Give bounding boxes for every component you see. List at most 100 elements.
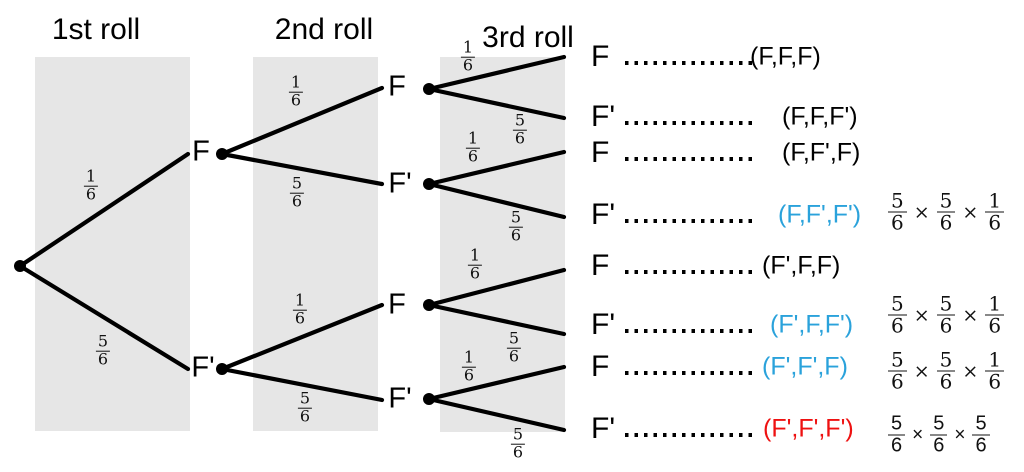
- fraction-numerator: 1: [85, 166, 97, 186]
- outcome-tuple: (F,F,F'): [782, 102, 858, 131]
- branch-line: [426, 267, 567, 308]
- dotted-leader: [625, 329, 752, 333]
- fraction-numerator: 5: [299, 388, 311, 408]
- fraction-denominator: 6: [985, 211, 1005, 234]
- branch-line: [426, 181, 567, 220]
- dotted-leader: [625, 270, 752, 274]
- leaf-label: F': [591, 198, 616, 231]
- branch-line: [17, 263, 191, 372]
- fraction-denominator: 6: [888, 211, 907, 234]
- fraction-numerator: 5: [891, 347, 904, 372]
- fraction-denominator: 6: [888, 434, 906, 457]
- node-dot: [423, 393, 435, 405]
- fraction-denominator: 6: [508, 225, 524, 245]
- leaf-label: F: [591, 40, 610, 73]
- fraction-denominator: 6: [95, 349, 111, 369]
- multiply-sign: ×: [913, 304, 930, 326]
- fraction-numerator: 1: [294, 290, 306, 310]
- fraction-denominator: 6: [936, 314, 956, 337]
- fraction-denominator: 6: [83, 184, 99, 204]
- fraction-numerator: 1: [462, 37, 474, 57]
- node-dot: [216, 148, 228, 160]
- fraction-denominator: 6: [930, 434, 948, 457]
- outcome-tuple: (F,F,F): [750, 42, 821, 71]
- node-dot: [423, 299, 435, 311]
- branch-line: [17, 151, 191, 269]
- fraction-denominator: 6: [297, 406, 313, 426]
- fraction-denominator: 6: [512, 128, 528, 148]
- branch-line: [426, 364, 567, 402]
- fraction-denominator: 6: [467, 263, 483, 283]
- fraction-numerator: 5: [97, 331, 109, 351]
- fraction-denominator: 6: [888, 314, 907, 337]
- outcome-tuple: (F,F',F): [782, 138, 861, 167]
- node-dot: [216, 363, 228, 375]
- fraction-numerator: 5: [975, 412, 987, 435]
- outcome-tuple: (F',F,F): [762, 251, 841, 280]
- node-label-2nd-f: F: [388, 70, 406, 103]
- header-1st-roll: 1st roll: [51, 13, 141, 46]
- multiply-sign: ×: [962, 360, 979, 382]
- fraction-numerator: 5: [939, 291, 953, 316]
- fraction-denominator: 6: [936, 211, 956, 234]
- fraction-denominator: 6: [461, 365, 477, 385]
- leaf-label: F: [591, 136, 610, 169]
- fraction-denominator: 6: [985, 314, 1005, 337]
- dotted-leader: [625, 371, 752, 375]
- fraction-numerator: 1: [988, 347, 1002, 372]
- fraction-numerator: 1: [988, 291, 1002, 316]
- leaf-label: F': [591, 100, 616, 133]
- multiply-sign: ×: [913, 360, 930, 382]
- fraction-numerator: 5: [291, 173, 303, 193]
- fraction-numerator: 5: [508, 328, 520, 348]
- fraction-denominator: 6: [289, 191, 305, 211]
- node-label-2nd-f2: F: [388, 288, 406, 321]
- fraction-denominator: 6: [506, 346, 522, 366]
- node-label-1st-f: F: [192, 135, 210, 168]
- fraction-denominator: 6: [292, 308, 308, 328]
- fraction-numerator: 1: [988, 188, 1002, 213]
- dotted-leader: [625, 433, 752, 437]
- column-band-1st-roll: [35, 57, 190, 431]
- fraction-numerator: 1: [463, 347, 475, 367]
- multiply-sign: ×: [962, 304, 979, 326]
- dotted-leader: [625, 61, 752, 65]
- fraction-denominator: 6: [936, 370, 956, 393]
- branch-line: [426, 302, 567, 337]
- fraction-numerator: 5: [939, 347, 953, 372]
- branch-line: [219, 302, 385, 372]
- fraction-numerator: 1: [469, 245, 481, 265]
- fraction-denominator: 6: [510, 442, 526, 462]
- multiply-sign: ×: [954, 424, 966, 445]
- leaf-label: F: [591, 350, 610, 383]
- fraction-denominator: 6: [465, 146, 481, 166]
- branch-line: [219, 366, 385, 403]
- fraction-numerator: 5: [891, 188, 904, 213]
- node-label-1st-f-prime: F': [191, 351, 215, 384]
- outcome-tuple: (F,F',F'): [778, 200, 862, 229]
- header-3rd-roll: 3rd roll: [482, 21, 574, 54]
